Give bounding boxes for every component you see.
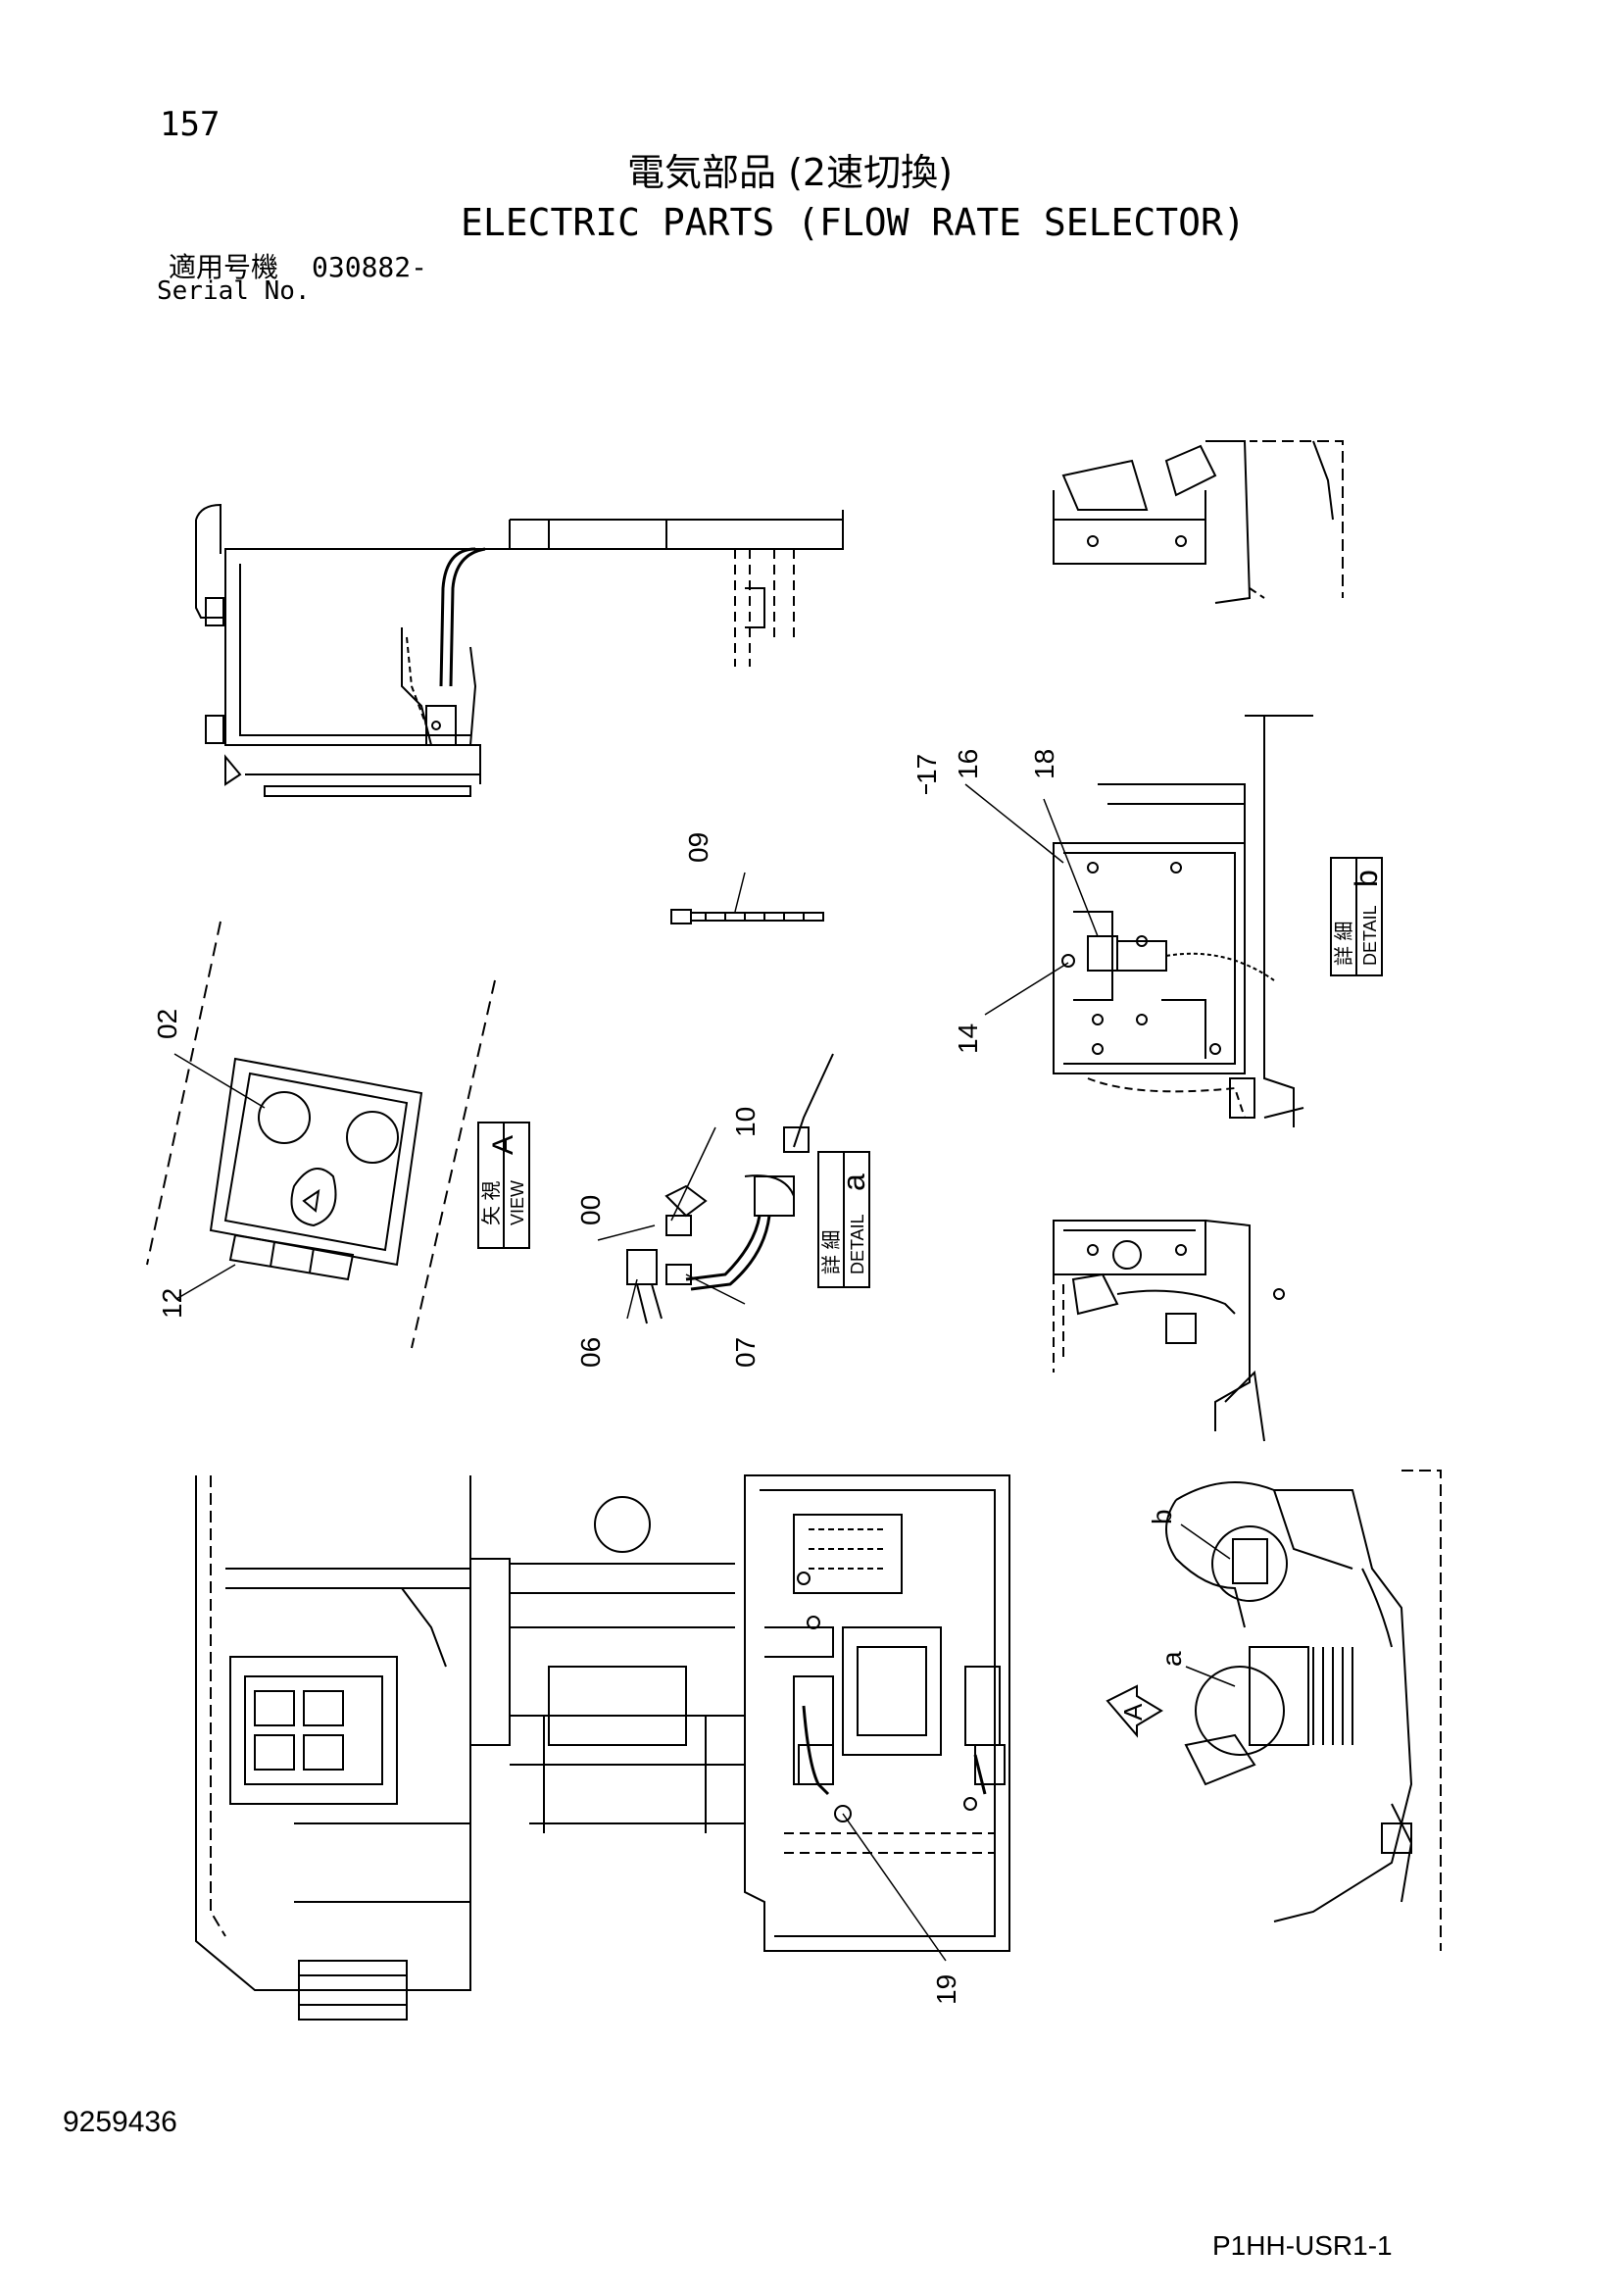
detail-a-letter: a — [836, 1173, 871, 1191]
detail-a-english: DETAIL — [848, 1214, 867, 1274]
serial-label-english: Serial No. — [157, 276, 311, 306]
machine-plan-view — [195, 1475, 745, 2021]
cab-perspective-view — [1106, 1470, 1442, 1951]
callout-06: 06 — [575, 1337, 606, 1368]
callout-19: 19 — [931, 1974, 961, 2005]
callout-14: 14 — [953, 1023, 983, 1054]
callout-12: 12 — [157, 1288, 187, 1319]
view-a-japanese: 矢 視 — [480, 1180, 503, 1225]
callout-07: 07 — [730, 1337, 761, 1368]
callout-00: 00 — [575, 1195, 606, 1225]
view-a-label-box — [477, 1122, 530, 1249]
page-title-japanese: 電気部品 (2速切換) — [627, 151, 953, 194]
bracket-view-bottom — [1053, 1220, 1285, 1442]
marker-a: a — [1156, 1651, 1187, 1667]
bracket-view-top — [1053, 440, 1344, 604]
callout-17: 17 — [911, 754, 942, 784]
cab-floor-plan — [744, 1474, 1010, 1952]
serial-label-japanese: 適用号機 — [169, 251, 279, 283]
callout-numbers: 02 12 09 00 10 06 07 17 16 18 14 19 — [152, 749, 1059, 2005]
document-part-number: 9259436 — [63, 2106, 177, 2138]
selector-switch-panel — [146, 921, 496, 1349]
arrow-a-letter: A — [1118, 1703, 1148, 1721]
cable-tie-part — [670, 909, 824, 924]
cab-frame-drawing — [195, 503, 844, 797]
detail-b-label-box — [1330, 857, 1383, 976]
callout-16: 16 — [953, 749, 983, 779]
marker-b: b — [1147, 1509, 1177, 1524]
serial-number-value: 030882- — [312, 251, 428, 283]
view-a-english: VIEW — [508, 1180, 527, 1225]
detail-b-letter: b — [1349, 870, 1384, 887]
view-a-letter: A — [487, 1135, 519, 1155]
detail-b-japanese: 詳 細 — [1333, 921, 1355, 966]
page-code: P1HH-USR1-1 — [1212, 2230, 1393, 2261]
callout-09: 09 — [683, 832, 713, 863]
page-title-english: ELECTRIC PARTS (FLOW RATE SELECTOR) — [461, 201, 1246, 244]
callout-02: 02 — [152, 1009, 182, 1039]
detail-label-texts: 矢 視 VIEW A 詳 細 DETAIL a 詳 細 DETAIL b A a… — [480, 870, 1384, 1721]
detail-b-english: DETAIL — [1360, 905, 1380, 966]
connector-harness-part — [626, 1053, 834, 1324]
callout-18: 18 — [1029, 749, 1059, 779]
leader-lines — [173, 783, 1236, 1962]
callout-10: 10 — [730, 1107, 761, 1137]
detail-b-panel — [1053, 715, 1313, 1127]
page-number: 157 — [160, 105, 221, 144]
detail-a-japanese: 詳 細 — [820, 1229, 843, 1274]
detail-a-label-box — [817, 1151, 870, 1288]
